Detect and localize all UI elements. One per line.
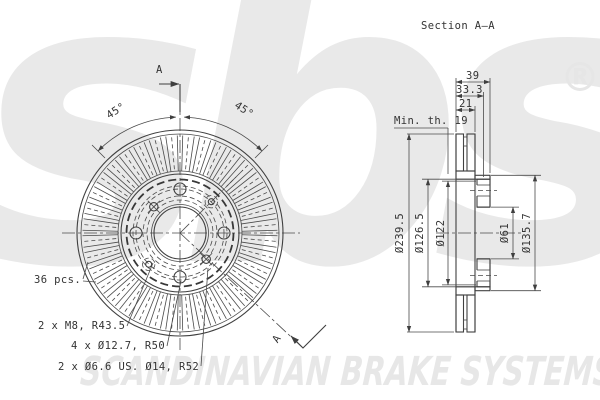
vent-vane-hatching [82, 135, 278, 331]
dim-bore-diameter: Ø61 [499, 222, 511, 244]
bolt-hole-note: 4 x Ø12.7, R50 [71, 340, 166, 352]
section-view [394, 78, 541, 333]
sbs-logo-watermark: sbs [0, 0, 600, 356]
dim-hat-depth: 33.3 [456, 84, 483, 96]
vane-inner-circle [117, 170, 243, 296]
section-label-top: A [156, 64, 163, 76]
registered-trademark-icon: ® [560, 55, 600, 101]
hat-edge-circle [120, 173, 240, 293]
center-bore-circle [153, 206, 207, 260]
bolt-holes [129, 182, 231, 284]
bore-chamfer-circle [151, 204, 209, 262]
outer-edge-circle [76, 129, 284, 337]
wear-limit-circle [125, 178, 235, 288]
threaded-holes-m8 [147, 200, 213, 266]
dim-overall-width: 39 [466, 70, 480, 82]
dim-flange-diameter: Ø126.5 [414, 212, 426, 254]
thread-hole-note: 2 x M8, R43.5 [38, 320, 126, 332]
dim-outer-diameter: Ø239.5 [394, 212, 406, 254]
section-dimensions [394, 78, 541, 333]
r43-pitch-circle [142, 195, 218, 271]
pin-holes [142, 195, 218, 271]
leader-lines [82, 261, 209, 367]
min-thickness-note: Min. th. 19 [394, 115, 468, 127]
front-view [62, 81, 327, 367]
hub-dashed-circle [146, 199, 214, 267]
section-arrow-bottom [290, 324, 327, 349]
r50-pitch-circle [135, 188, 225, 278]
vane-count-note: 36 pcs. [34, 274, 82, 286]
dim-hat-diameter: Ø135.7 [521, 212, 533, 254]
outer-rim-circle [80, 133, 280, 333]
dim-inner-diameter: Ø122 [435, 219, 447, 247]
section-cut-diagonal [179, 232, 304, 349]
flange-bolt-channels [476, 184, 491, 282]
section-arrow-top [159, 81, 181, 112]
pin-hole-note: 2 x Ø6.6 US. Ø14, R52 [58, 361, 200, 373]
section-title: Section A–A [421, 20, 495, 32]
r52-pitch-circle [132, 185, 228, 281]
dim-disc-thickness: 21 [459, 98, 473, 110]
angle-dimension [91, 115, 269, 159]
